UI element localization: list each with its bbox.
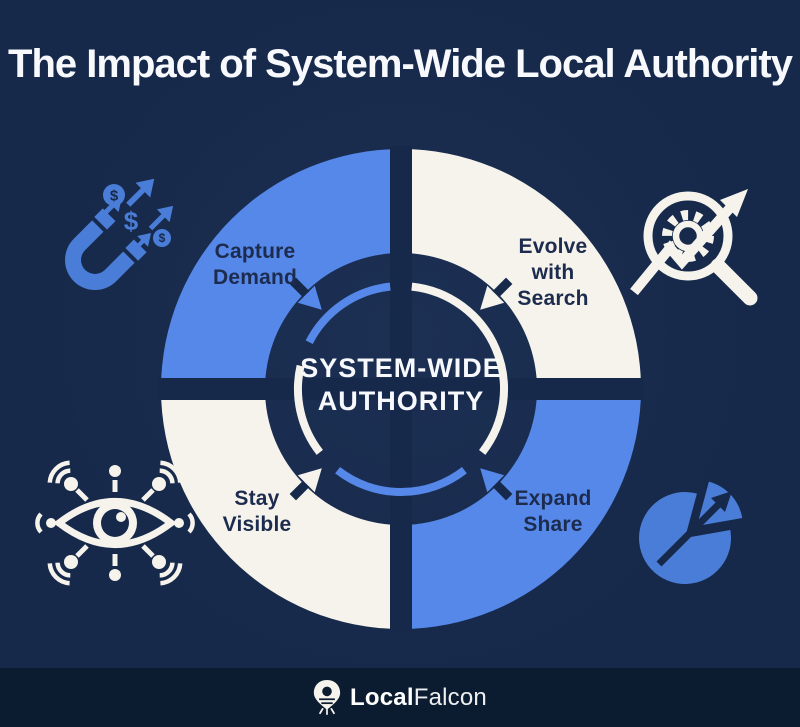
- dollar-glyph: $: [124, 206, 139, 236]
- spoke: [75, 488, 89, 502]
- signal-waves: [47, 460, 71, 484]
- infographic-title: The Impact of System-Wide Local Authorit…: [8, 42, 793, 86]
- signal-waves: [159, 460, 183, 484]
- ring-segment-bottom: [335, 467, 467, 496]
- up-arrow: [130, 232, 152, 254]
- ring-segment-top-left: [305, 282, 391, 345]
- center-title: SYSTEM-WIDE AUTHORITY: [281, 352, 521, 418]
- localfalcon-pin-icon: [313, 680, 341, 715]
- brand-local: Local: [350, 683, 414, 711]
- quadrant-arc-expand-share: [401, 389, 641, 629]
- label-line: Capture: [214, 240, 296, 263]
- label-line: Evolve: [518, 235, 588, 258]
- market-share-pie-icon: [639, 481, 743, 585]
- growth-arrow-head: [720, 189, 748, 217]
- label-line: Share: [523, 513, 583, 536]
- node-dot: [174, 518, 184, 528]
- center-title-line: SYSTEM-WIDE: [300, 353, 502, 383]
- node-dot: [109, 465, 121, 477]
- dollar-glyph: $: [159, 231, 166, 245]
- node-dot: [152, 477, 166, 491]
- eye-pupil: [101, 509, 129, 537]
- node-dot: [64, 477, 78, 491]
- brand-falcon: Falcon: [413, 683, 487, 711]
- ring-segment-left: [293, 364, 323, 455]
- node-dot: [46, 518, 56, 528]
- quadrant-arc-evolve-with-search: [401, 149, 641, 389]
- spoke: [75, 544, 89, 558]
- inward-arrow-evolve-with-search: [480, 277, 513, 310]
- node-dot: [64, 555, 78, 569]
- node-dot: [109, 569, 121, 581]
- signal-waves: [47, 562, 71, 586]
- pie-arrow-shaft: [656, 501, 722, 567]
- eye-outline: [53, 498, 177, 548]
- label-line: Expand: [514, 487, 592, 510]
- visibility-eye-icon: [35, 460, 195, 586]
- up-arrow: [148, 205, 174, 231]
- quadrant-label-expand-share: Expand Share: [453, 486, 653, 538]
- quadrant-arc-capture-demand: [161, 149, 401, 389]
- node-dot: [152, 555, 166, 569]
- footer-bar: LocalFalcon: [0, 668, 800, 727]
- magnifier-lens: [643, 191, 733, 281]
- quadrant-label-capture-demand: Capture Demand: [155, 239, 355, 291]
- label-line: Visible: [222, 513, 292, 536]
- brand-wordmark: LocalFalcon: [350, 684, 487, 712]
- label-line: Search: [517, 287, 589, 310]
- signal-waves: [35, 512, 43, 534]
- eye-highlight: [116, 512, 126, 522]
- growth-arrow-line: [630, 204, 734, 296]
- quadrant-label-evolve-with-search: Evolve with Search: [453, 234, 653, 312]
- label-line: Demand: [212, 266, 298, 289]
- magnifier-handle: [710, 258, 758, 306]
- up-arrow: [126, 178, 155, 207]
- pie-arrow-head: [711, 491, 732, 512]
- quadrant-arc-stay-visible: [161, 389, 401, 629]
- spoke: [141, 544, 155, 558]
- inward-arrow-capture-demand: [289, 277, 322, 310]
- authority-cycle-diagram: [158, 146, 644, 632]
- ring-segment-top-right: [411, 282, 508, 455]
- inward-arrow-stay-visible: [289, 468, 322, 501]
- label-line: Stay: [234, 487, 280, 510]
- spoke: [141, 488, 155, 502]
- signal-waves: [159, 562, 183, 586]
- inward-arrow-expand-share: [480, 468, 513, 501]
- magnet-money-icon: $ $ $: [65, 178, 174, 290]
- dollar-glyph: $: [110, 187, 119, 204]
- center-title-line: AUTHORITY: [317, 386, 485, 416]
- horizontal-gap: [158, 378, 644, 400]
- quadrant-label-stay-visible: Stay Visible: [157, 486, 357, 538]
- dollar-coin: $: [103, 184, 125, 206]
- search-gear-growth-icon: [630, 189, 758, 306]
- dollar-coin: $: [153, 229, 171, 247]
- label-line: with: [531, 261, 575, 284]
- signal-waves: [187, 512, 195, 534]
